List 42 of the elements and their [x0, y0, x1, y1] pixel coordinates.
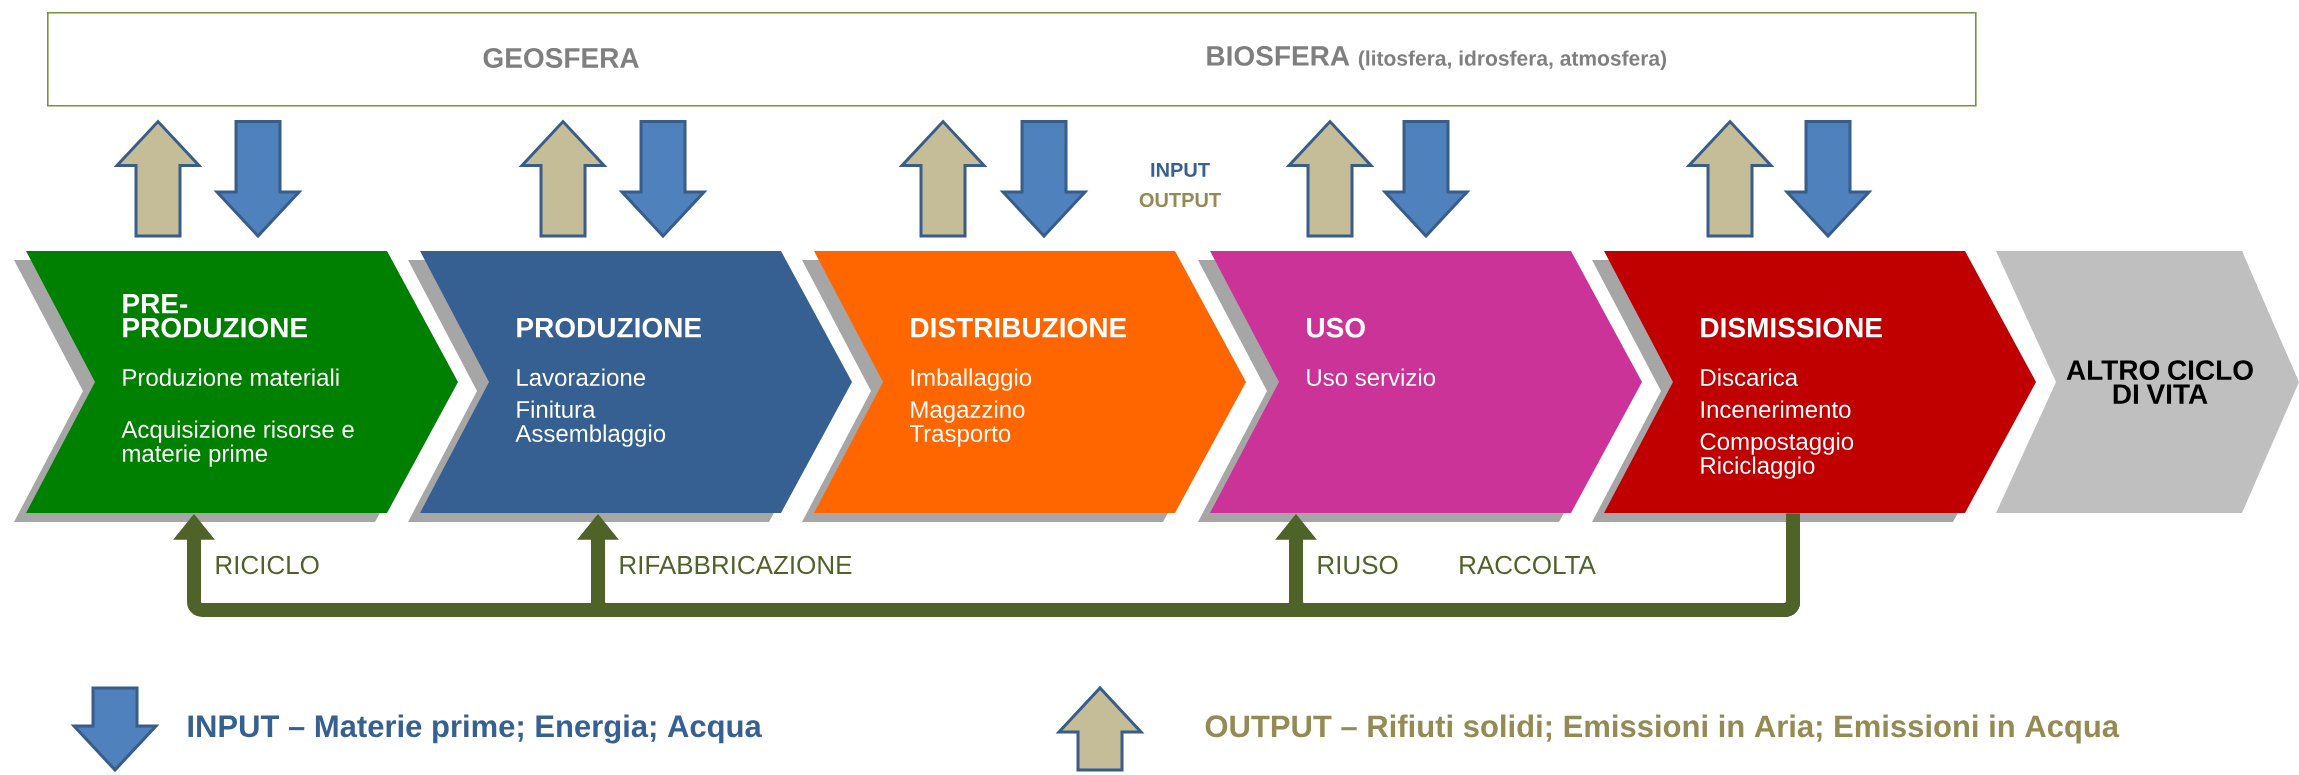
stage-text: Imballaggio Magazzino Trasporto — [909, 368, 1032, 447]
node-label: Discarica — [1701, 368, 1799, 387]
block-arrow — [618, 120, 708, 239]
stage-shape — [1592, 251, 2036, 522]
block-arrow — [1285, 119, 1375, 238]
block-arrow — [1685, 119, 1775, 238]
block-arrow — [518, 119, 608, 238]
block-arrow — [1783, 120, 1873, 239]
text-label: INPUT — [1151, 163, 1210, 177]
sphere-label: GEOSFERA — [483, 48, 639, 68]
sphere-label: BIOSFERA (litosfera, idrosfera, atmosfera) — [1207, 46, 1666, 70]
edge-label: RIFABBRICAZIONE — [616, 553, 855, 577]
edge-label: RICICLO — [212, 553, 322, 577]
stage-title: USO — [1307, 317, 1365, 338]
legend-text: OUTPUT – Rifiuti solidi; Emissioni in Aria; Emissioni in Acqua — [1205, 714, 2120, 744]
stage-shape — [1996, 251, 2299, 513]
block-arrow — [1381, 120, 1471, 239]
stage-shape — [408, 251, 852, 522]
stage-title: DISMISSIONE — [1701, 317, 1882, 338]
stage-shape — [802, 251, 1246, 522]
stage-shape — [14, 251, 458, 522]
block-arrow — [113, 119, 203, 238]
node-label: Incenerimento — [1701, 400, 1851, 418]
text-label: RACCOLTA — [1460, 555, 1596, 575]
block-arrow — [898, 119, 988, 238]
arrow — [1275, 513, 1800, 617]
text-label: OUTPUT — [1139, 192, 1221, 208]
stage-shape — [1198, 251, 1642, 522]
legend-text: INPUT – Materie prime; Energia; Acqua — [188, 714, 762, 744]
stage-text: Discarica Incenerimento Compostaggio Riciclaggio — [1700, 368, 1854, 479]
block-arrow — [999, 120, 1089, 239]
stage-text: Produzione materiali Acquisizione risorse e materie prime — [121, 368, 354, 467]
stage-title: DISTRIBUZIONE — [911, 317, 1127, 338]
block-arrow — [213, 120, 303, 239]
node-label: Compostaggio — [1700, 432, 1854, 455]
stage-text: Lavorazione Finitura Assemblaggio — [515, 368, 666, 447]
stage-text: Uso servizio — [1307, 368, 1436, 386]
edge-label: RIUSO — [1314, 553, 1401, 577]
node-label: Riciclaggio — [1701, 456, 1815, 479]
stage-title: PRODUZIONE — [517, 317, 701, 338]
stage-title: PRE- PRODUZIONE — [123, 294, 307, 338]
stage-title: ALTRO CICLO DI VITA — [2066, 360, 2253, 404]
